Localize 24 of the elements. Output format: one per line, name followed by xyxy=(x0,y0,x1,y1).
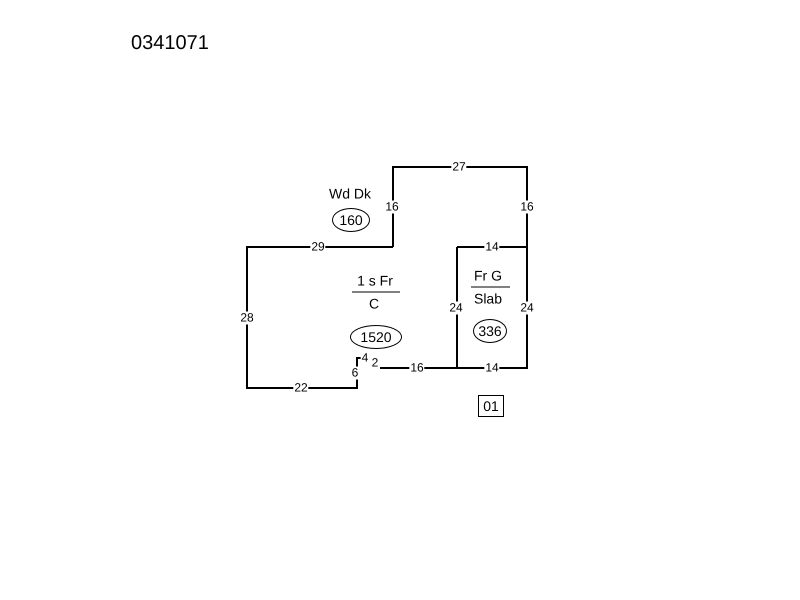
room-label: C xyxy=(368,296,380,312)
dimension-label: 6 xyxy=(350,366,360,380)
dimension-label: 2 xyxy=(370,356,380,370)
dimension-label: 29 xyxy=(310,240,326,254)
dimension-label: 22 xyxy=(293,382,309,394)
parcel-number: 0341071 xyxy=(131,32,209,54)
dimension-label: 14 xyxy=(484,362,500,374)
dimension-label: 24 xyxy=(448,302,464,314)
room-label: Fr G xyxy=(474,268,502,284)
dimension-label: 16 xyxy=(409,362,425,374)
room-label: Slab xyxy=(474,292,502,306)
building-number: 01 xyxy=(478,395,504,417)
dimension-label: 14 xyxy=(484,240,500,254)
dimension-label: 4 xyxy=(360,352,370,364)
room-label: Wd Dk xyxy=(329,186,371,202)
dimension-label: 16 xyxy=(519,200,535,214)
area-value: 160 xyxy=(332,208,370,232)
dimension-label: 24 xyxy=(519,302,535,314)
dimension-label: 16 xyxy=(384,200,400,214)
dimension-label: 27 xyxy=(451,160,467,174)
room-label: 1 s Fr xyxy=(357,274,393,288)
dimension-label: 28 xyxy=(239,312,255,324)
area-value: 336 xyxy=(473,319,507,343)
area-value: 1520 xyxy=(350,325,402,349)
